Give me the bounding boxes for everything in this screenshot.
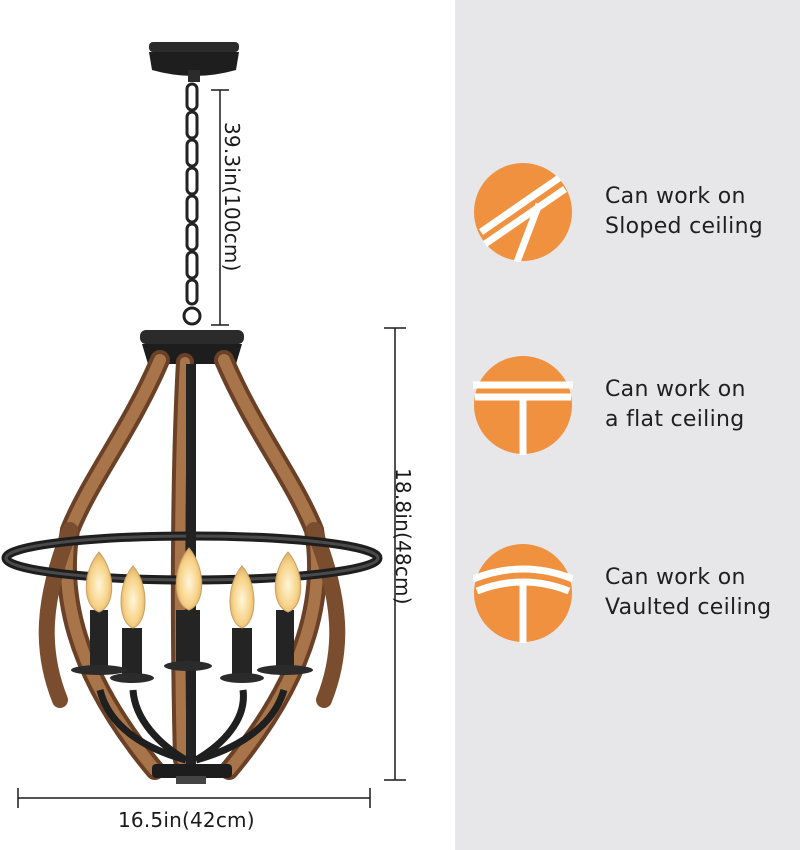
width-label: 16.5in(42cm) (118, 808, 255, 832)
feature-vaulted-ceiling: Can work on Vaulted ceiling (473, 543, 793, 643)
feature-3-line1: Can work on (605, 565, 746, 590)
ceiling-canopy (149, 42, 239, 82)
feature-3-line2: Vaulted ceiling (605, 595, 772, 620)
bottom-finial (152, 764, 232, 784)
candles (71, 610, 313, 683)
feature-flat-ceiling: Can work on a flat ceiling (473, 355, 793, 455)
feature-sloped-ceiling: Can work on Sloped ceiling (473, 162, 793, 262)
chandelier-illustration (1, 42, 406, 808)
feature-1-line2: Sloped ceiling (605, 214, 764, 239)
product-image-panel (0, 0, 455, 850)
feature-1-line1: Can work on (605, 184, 746, 209)
height-label: 18.8in(48cm) (391, 468, 415, 605)
width-dimension-line (17, 788, 371, 808)
chain-dimension-line (211, 89, 229, 326)
candle-arms (96, 688, 288, 764)
bulbs (85, 547, 302, 629)
vaulted-ceiling-icon (473, 544, 573, 643)
flat-ceiling-icon (473, 356, 573, 455)
chain-length-label: 39.3in(100cm) (220, 122, 244, 272)
chain (182, 82, 202, 326)
feature-2-line2: a flat ceiling (605, 407, 745, 432)
height-dimension-line (384, 327, 406, 781)
sloped-ceiling-icon (474, 163, 572, 262)
feature-2-line1: Can work on (605, 377, 746, 402)
